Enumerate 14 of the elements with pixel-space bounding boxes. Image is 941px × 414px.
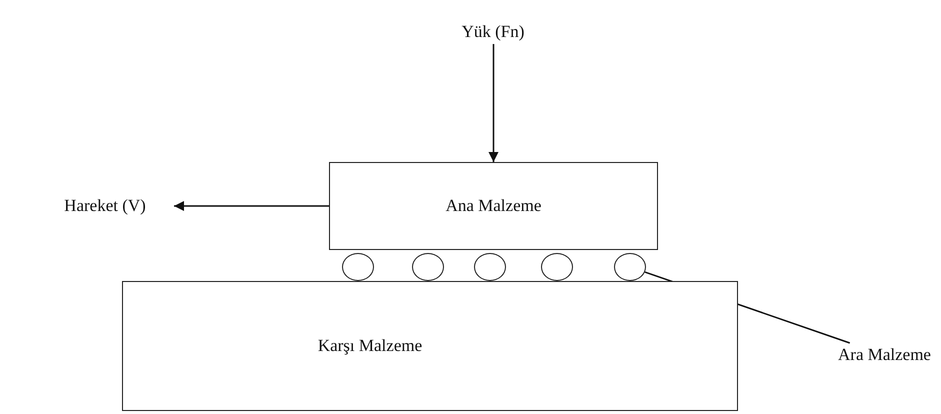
- block-label: Ana Malzeme: [446, 196, 542, 216]
- label-text: Yük (Fn): [462, 22, 524, 42]
- roller-circle: [614, 253, 646, 281]
- label-text: Ara Malzeme: [838, 345, 931, 365]
- roller-circle: [541, 253, 573, 281]
- roller-circle: [412, 253, 444, 281]
- label-text: Hareket (V): [64, 196, 146, 216]
- roller-circle: [474, 253, 506, 281]
- arrow: [488, 44, 498, 162]
- roller-circle: [342, 253, 374, 281]
- block-label: Karşı Malzeme: [318, 336, 422, 356]
- material-block: [329, 162, 658, 250]
- material-block: [122, 281, 738, 411]
- arrow: [174, 201, 329, 211]
